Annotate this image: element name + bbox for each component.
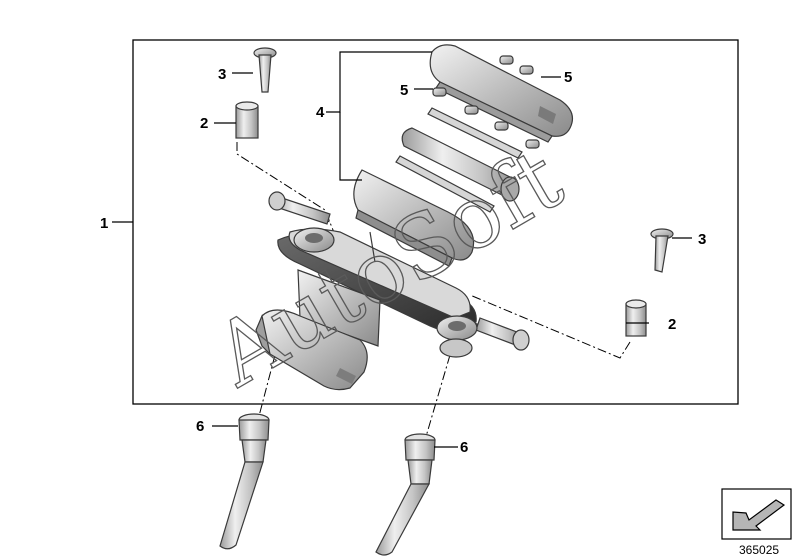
bushing-left xyxy=(235,101,259,139)
callout-3-right: 3 xyxy=(698,231,706,248)
bolt-left xyxy=(219,413,270,550)
direction-arrow-icon xyxy=(721,488,792,540)
callout-1: 1 xyxy=(100,215,108,232)
callout-6-right: 6 xyxy=(460,439,468,456)
watermark: AutoSoft xyxy=(198,129,579,407)
callout-2-right: 2 xyxy=(668,316,676,333)
leader-lines xyxy=(112,51,692,448)
callout-6-left: 6 xyxy=(196,418,204,435)
bolt-right xyxy=(375,433,436,556)
callout-5-right: 5 xyxy=(564,69,572,86)
callout-5-left: 5 xyxy=(400,82,408,99)
bushing-right xyxy=(625,299,647,337)
grip-pad-assembly xyxy=(353,44,573,267)
callout-4: 4 xyxy=(316,104,325,121)
screw-right xyxy=(650,228,674,273)
ring-parts xyxy=(432,55,540,149)
diagram-code: 365025 xyxy=(739,543,779,557)
callout-labels: 1 2 2 3 3 4 5 5 6 6 xyxy=(100,66,706,456)
bracket-assembly xyxy=(255,191,530,391)
screw-top-left xyxy=(253,47,277,93)
callout-2-left: 2 xyxy=(200,115,208,132)
callout-3-left: 3 xyxy=(218,66,226,83)
